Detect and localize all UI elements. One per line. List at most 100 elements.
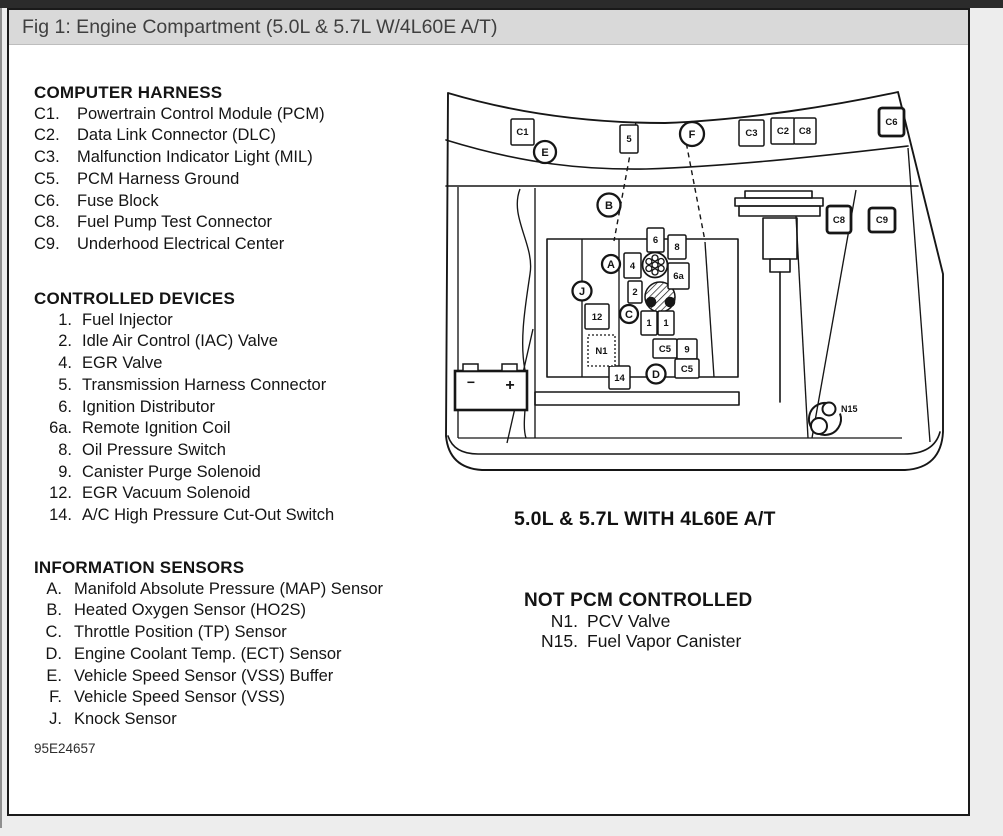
svg-text:D: D (652, 369, 660, 381)
svg-text:C9: C9 (876, 215, 888, 226)
marker-box-9: 9 (676, 338, 698, 360)
svg-text:N1: N1 (595, 346, 608, 357)
item-text: Transmission Harness Connector (82, 375, 327, 394)
window-top-strip (0, 0, 1003, 8)
list-item: C. Throttle Position (TP) Sensor (34, 622, 383, 644)
marker-box-6a: 6a (667, 262, 690, 290)
marker-circle-e: E (532, 139, 558, 165)
item-text: EGR Vacuum Solenoid (82, 484, 251, 503)
item-label: D. (45, 644, 63, 663)
crossmember (534, 391, 740, 406)
car-body-outline (445, 91, 944, 471)
marker-box-5: 5 (619, 124, 639, 154)
marker-box-c9: C9 (867, 206, 897, 234)
list-item: 9.Canister Purge Solenoid (34, 462, 334, 484)
svg-text:1: 1 (646, 318, 652, 329)
list-item: E.Vehicle Speed Sensor (VSS) Buffer (34, 666, 383, 688)
engine-compartment-diagram: − + (445, 91, 944, 471)
list-item: 12. EGR Vacuum Solenoid (34, 483, 334, 505)
svg-text:J: J (579, 286, 585, 298)
item-text: Throttle Position (TP) Sensor (74, 623, 287, 642)
list-item: C9.Underhood Electrical Center (34, 234, 325, 256)
legend-heading: COMPUTER HARNESS (34, 83, 223, 102)
item-text: Underhood Electrical Center (77, 234, 285, 253)
marker-box-6: 6 (646, 227, 665, 253)
marker-box-c2: C2 (770, 117, 796, 145)
item-text: Ignition Distributor (82, 397, 215, 416)
list-item: C2.Data Link Connector (DLC) (34, 125, 325, 147)
marker-n15-label: N15 (841, 404, 858, 414)
item-label: E. (46, 666, 62, 685)
right-slant-line (795, 215, 809, 439)
list-item: 1.Fuel Injector (34, 310, 334, 332)
item-text: Fuel Injector (82, 310, 173, 329)
throttle-body (644, 281, 676, 313)
list-item: C8.Fuel Pump Test Connector (34, 212, 325, 234)
marker-circle-d: D (645, 363, 667, 385)
battery-minus: − (467, 374, 475, 390)
list-item: 5.Transmission Harness Connector (34, 375, 334, 397)
item-text: Knock Sensor (74, 709, 177, 728)
item-text: Manifold Absolute Pressure (MAP) Sensor (74, 579, 384, 598)
legend-computer-harness: COMPUTER HARNESS C1.Powertrain Control M… (34, 82, 325, 256)
list-item: 14.A/C High Pressure Cut-Out Switch (34, 505, 334, 527)
svg-text:C3: C3 (745, 128, 757, 139)
svg-text:14: 14 (614, 373, 625, 384)
item-label: 2. (58, 332, 72, 351)
marker-box-c1: C1 (510, 118, 535, 146)
list-item: A.Manifold Absolute Pressure (MAP) Senso… (34, 579, 383, 601)
item-label: C1. (34, 104, 60, 123)
svg-text:C2: C2 (777, 126, 789, 137)
figure-title-bar: Fig 1: Engine Compartment (5.0L & 5.7L W… (9, 10, 968, 45)
item-text: Idle Air Control (IAC) Valve (82, 332, 278, 351)
marker-circle-a: A (600, 253, 622, 275)
svg-text:C8: C8 (799, 126, 811, 137)
item-label: 6a. (49, 419, 72, 438)
item-text: Heated Oxygen Sensor (HO2S) (74, 601, 307, 620)
list-item: 2. Idle Air Control (IAC) Valve (34, 331, 334, 353)
list-item: B. Heated Oxygen Sensor (HO2S) (34, 600, 383, 622)
svg-text:5: 5 (626, 134, 632, 145)
item-label: J. (49, 709, 62, 728)
item-text: Remote Ignition Coil (82, 419, 231, 438)
svg-text:C6: C6 (885, 117, 897, 128)
svg-text:E: E (541, 147, 548, 159)
item-label: 12. (49, 484, 72, 503)
booster-reservoir (734, 190, 824, 403)
svg-text:12: 12 (592, 312, 603, 323)
item-label: F. (49, 688, 62, 707)
window-left-edge (0, 8, 2, 828)
item-text: Canister Purge Solenoid (82, 462, 261, 481)
item-text: Engine Coolant Temp. (ECT) Sensor (74, 644, 342, 663)
right-inner-wall (907, 147, 931, 443)
item-label: C6. (34, 191, 60, 210)
item-text: Oil Pressure Switch (82, 440, 226, 459)
item-label: C5. (34, 169, 60, 188)
list-item: 6a. Remote Ignition Coil (34, 418, 334, 440)
marker-box-n1: N1 (587, 334, 616, 367)
marker-box-c5a: C5 (652, 338, 678, 359)
list-item: 6.Ignition Distributor (34, 397, 334, 419)
item-text: PCM Harness Ground (77, 169, 240, 188)
document-number: 95E24657 (34, 741, 96, 756)
item-text: Fuel Pump Test Connector (77, 213, 273, 232)
list-item: D. Engine Coolant Temp. (ECT) Sensor (34, 644, 383, 666)
item-label: C. (45, 623, 63, 642)
marker-box-14: 14 (608, 365, 631, 390)
item-label: 14. (49, 506, 72, 525)
svg-text:6a: 6a (673, 271, 684, 282)
marker-box-c8-cowl: C8 (793, 117, 817, 145)
figure-page: Fig 1: Engine Compartment (5.0L & 5.7L W… (7, 8, 970, 816)
list-item: F.Vehicle Speed Sensor (VSS) (34, 687, 383, 709)
item-label: B. (46, 601, 62, 620)
marker-circle-b: B (596, 192, 622, 218)
item-text: EGR Valve (82, 354, 163, 373)
svg-text:4: 4 (630, 261, 636, 272)
legend-heading: NOT PCM CONTROLLED (524, 590, 753, 611)
marker-box-1b: 1 (657, 310, 675, 336)
svg-text:C1: C1 (516, 127, 529, 138)
marker-circle-c: C (618, 303, 640, 325)
fuel-vapor-canister: N15 (807, 401, 858, 436)
list-item: C5. PCM Harness Ground (34, 169, 325, 191)
distributor (641, 251, 669, 279)
